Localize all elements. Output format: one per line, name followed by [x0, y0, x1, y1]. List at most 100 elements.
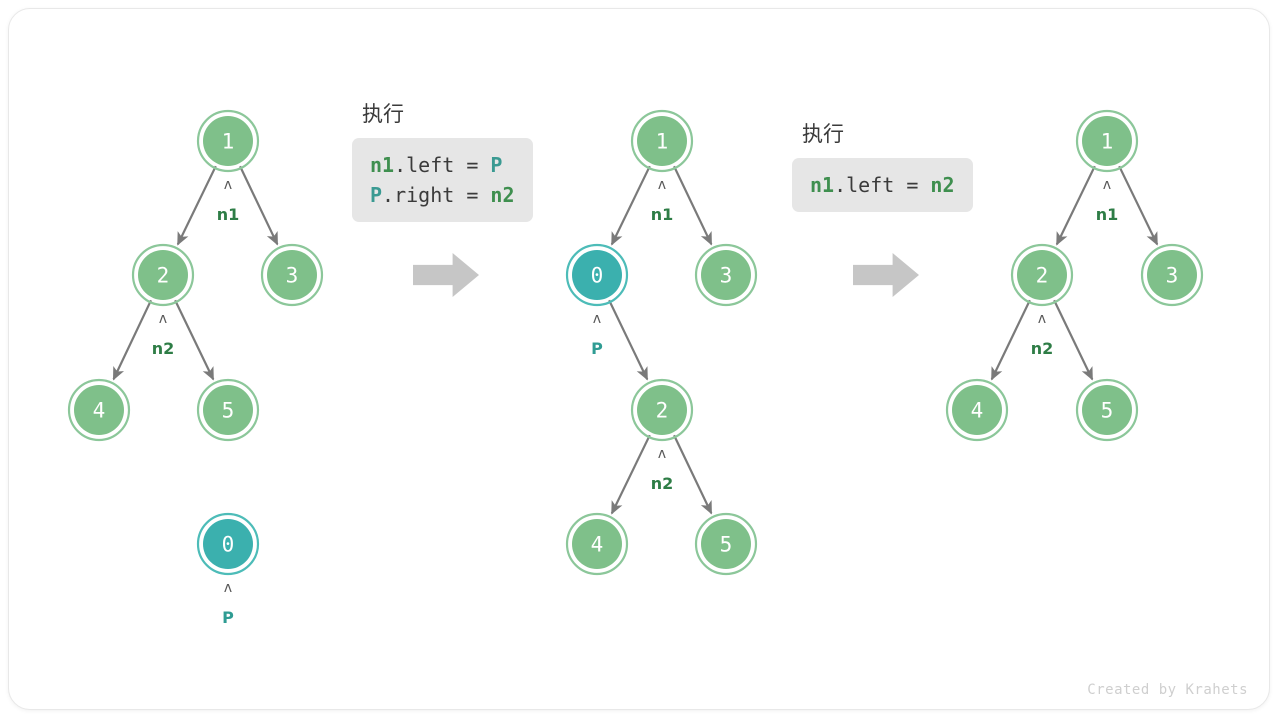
node-outer-ring — [1075, 378, 1139, 442]
pointer-name: n1 — [217, 205, 240, 224]
pointer-label: ʌ n1 — [217, 177, 240, 224]
node-value: 3 — [1166, 264, 1179, 288]
tree-node[interactable]: 2 — [131, 243, 195, 307]
node-outer-ring — [630, 109, 694, 173]
pointer-label: ʌn1 — [1096, 177, 1119, 224]
node-outer-ring — [67, 378, 131, 442]
tree-node[interactable]: 1 — [196, 109, 260, 173]
node-outer-ring — [1140, 243, 1204, 307]
tree-edge — [608, 299, 649, 381]
node-value: 4 — [971, 399, 984, 423]
tree-node[interactable]: 1 — [630, 109, 694, 173]
node-circle — [74, 385, 124, 435]
pointer-caret-icon: ʌ — [658, 446, 666, 462]
code-token: .left = — [394, 153, 491, 177]
tree-edge — [174, 299, 215, 381]
tree-edge — [990, 299, 1031, 381]
node-outer-ring — [1075, 109, 1139, 173]
node-outer-ring — [694, 243, 758, 307]
node-value: 1 — [656, 130, 669, 154]
node-circle — [1017, 250, 1067, 300]
pointer-name: n2 — [152, 339, 175, 358]
transition-arrow-icon — [413, 253, 479, 297]
node-outer-ring — [694, 512, 758, 576]
pointer-label: ʌ n1 — [651, 177, 674, 224]
pointer-label: ʌn2 — [1031, 311, 1054, 358]
tree-node[interactable]: 2 — [1010, 243, 1074, 307]
node-outer-ring — [196, 512, 260, 576]
tree-node[interactable]: 2 — [630, 378, 694, 442]
node-circle — [637, 116, 687, 166]
exec-caption-step3: 执行 — [802, 122, 844, 146]
node-value: 0 — [591, 264, 604, 288]
pointer-caret-icon: ʌ — [224, 177, 232, 193]
code-token: .left = — [834, 173, 931, 197]
node-circle — [701, 250, 751, 300]
tree-node[interactable]: 5 — [196, 378, 260, 442]
exec-caption-step2: 执行 — [362, 102, 404, 126]
node-circle — [637, 385, 687, 435]
tree-node[interactable]: 3 — [260, 243, 324, 307]
code-token: P — [370, 183, 383, 207]
node-circle — [701, 519, 751, 569]
node-value: 4 — [591, 533, 604, 557]
node-value: 3 — [286, 264, 299, 288]
tree-node[interactable]: 5 — [694, 512, 758, 576]
node-outer-ring — [196, 378, 260, 442]
node-value: 2 — [1036, 264, 1049, 288]
pointer-label: ʌP — [591, 311, 603, 358]
node-circle — [572, 250, 622, 300]
tree-node[interactable]: 4 — [565, 512, 629, 576]
node-outer-ring — [1010, 243, 1074, 307]
node-outer-ring — [196, 109, 260, 173]
tree-node[interactable]: 4 — [945, 378, 1009, 442]
tree-edges — [112, 165, 1159, 515]
code-token: P — [490, 153, 503, 177]
node-value: 0 — [222, 533, 235, 557]
tree-node[interactable]: 5 — [1075, 378, 1139, 442]
tree-edge — [176, 165, 217, 246]
code-chip-step3: n1.left = n2 — [792, 158, 973, 212]
pointer-name: n1 — [651, 205, 674, 224]
node-outer-ring — [260, 243, 324, 307]
tree-edge — [673, 434, 713, 515]
pointer-caret-icon: ʌ — [224, 580, 232, 596]
pointer-caret-icon: ʌ — [593, 311, 601, 327]
code-token: n1 — [810, 173, 835, 197]
tree-edge — [610, 165, 651, 246]
pointer-name: P — [222, 608, 234, 627]
tree-edge — [673, 165, 713, 246]
code-line: n1.left = P — [370, 150, 515, 180]
tree-node[interactable]: 3 — [694, 243, 758, 307]
node-value: 5 — [222, 399, 235, 423]
node-value: 2 — [656, 399, 669, 423]
node-circle — [1082, 116, 1132, 166]
tree-edge — [1053, 299, 1094, 381]
transition-arrow-icon — [853, 253, 919, 297]
tree-nodes: 1 2 3 4 5 0 1 0 3 2 4 5 1 2 3 4 5 — [67, 109, 1204, 576]
tree-node[interactable]: 0 — [565, 243, 629, 307]
pointer-caret-icon: ʌ — [658, 177, 666, 193]
node-circle — [1082, 385, 1132, 435]
tree-edge — [112, 299, 152, 381]
tree-node[interactable]: 4 — [67, 378, 131, 442]
node-outer-ring — [630, 378, 694, 442]
pointer-name: P — [591, 339, 603, 358]
tree-edge — [610, 434, 651, 515]
pointer-label: ʌn2 — [152, 311, 175, 358]
node-circle — [267, 250, 317, 300]
node-circle — [138, 250, 188, 300]
pointer-caret-icon: ʌ — [1038, 311, 1046, 327]
tree-node[interactable]: 0 — [196, 512, 260, 576]
node-value: 4 — [93, 399, 106, 423]
node-value: 5 — [1101, 399, 1114, 423]
code-line: P.right = n2 — [370, 180, 515, 210]
tree-node[interactable]: 3 — [1140, 243, 1204, 307]
node-circle — [203, 116, 253, 166]
tree-node[interactable]: 1 — [1075, 109, 1139, 173]
step-transition-arrows — [413, 253, 919, 297]
